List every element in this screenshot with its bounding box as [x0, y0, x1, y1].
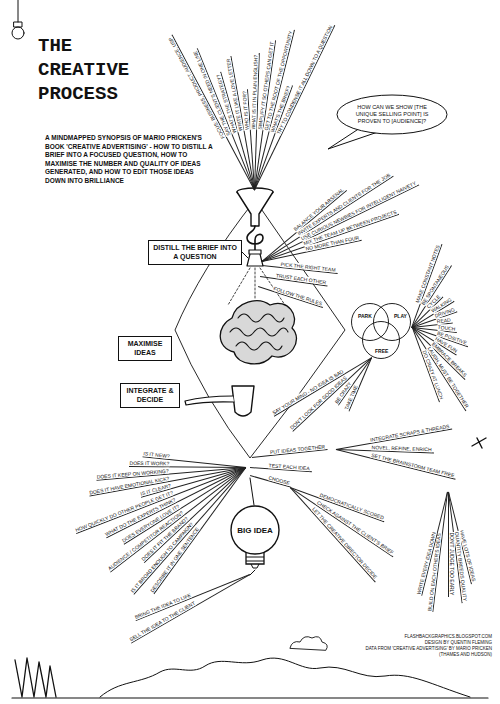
venn-circle: PARK [351, 303, 389, 341]
leader-line [242, 252, 248, 258]
branch-line: PUT IDEAS TOGETHER [251, 443, 327, 458]
note-text: FLASHBACKGRAPHICS.BLOGSPOT.COM [404, 634, 492, 639]
box-label: MAXIMISE IDEAS [123, 340, 167, 357]
branch-line: BRING THE IDEA TO LIFE [133, 569, 250, 622]
bubble-text: HOW CAN WE SHOW [THE UNIQUE SELLING POIN… [350, 104, 434, 125]
box-label: DISTILL THE BRIEF INTO A QUESTION [153, 244, 237, 261]
note-text: A MINDMAPPED SYNOPSIS OF MARIO PRICKEN'S… [45, 134, 213, 184]
horizon [12, 697, 488, 698]
branch-text: PUT IDEAS TOGETHER [269, 443, 326, 455]
leader-line [250, 570, 255, 575]
process-box: DISTILL THE BRIEF INTO A QUESTION [148, 240, 242, 265]
branch-line: TOUCH [412, 321, 457, 333]
plane-mark [472, 438, 486, 448]
branch-line: SELL THE IDEA TO THE CLIENT [128, 569, 250, 644]
branch-line: DOES IT WORK? [129, 460, 246, 468]
leader-line [250, 478, 254, 505]
box-label: INTEGRATE & DECIDE [125, 387, 175, 404]
branch-text: INTEGRATE SCRAPS & THREADS [369, 423, 450, 443]
hills [100, 658, 470, 697]
curl [247, 226, 263, 250]
branch-text: TRUST EACH OTHER [275, 272, 327, 285]
bulb-glass [231, 506, 279, 554]
branch-text: SET THE BRAINSTORM TEAM FREE [370, 452, 455, 479]
note-text: (THAMES AND HUDSON) [439, 652, 492, 657]
pipe-bowl [232, 386, 254, 416]
branch-line: DON'T JUDGE TOO EARLY [448, 492, 455, 597]
process-box: INTEGRATE & DECIDE [120, 383, 180, 408]
brain-folds [230, 314, 288, 350]
text-block: (THAMES AND HUDSON) [439, 652, 492, 658]
lightbulb-node: BIG IDEA [229, 504, 281, 570]
bulb-cap [14, 22, 22, 27]
branch-text: NOVEL, REFINE, ENRICH [371, 444, 432, 452]
text-block: A MINDMAPPED SYNOPSIS OF MARIO PRICKEN'S… [45, 134, 215, 185]
branch-line: TEST EACH IDEA [250, 461, 312, 472]
hatch-scribble [15, 658, 56, 697]
lamp [247, 250, 263, 266]
branch-text: IS IT NEW? [143, 450, 171, 459]
note-text: DATA FROM 'CREATIVE ADVERTISING' BY MARI… [365, 646, 492, 651]
branch-line: NOVEL, REFINE, ENRICH [336, 443, 434, 453]
brain-scribble [220, 301, 296, 364]
hanging-bulb [12, 27, 24, 39]
funnel [237, 192, 273, 226]
branch-text: CHOOSE [268, 474, 291, 486]
cloud [290, 637, 327, 650]
branch-line: TRUST EACH OTHER [260, 270, 328, 286]
process-box: MAXIMISE IDEAS [118, 336, 172, 361]
bulb-text: BIG IDEA [235, 526, 275, 535]
lightbulb-outline [229, 504, 281, 570]
branch-line: CHOOSE [250, 469, 292, 487]
bulb-cord [18, 0, 19, 22]
bubble-ellipse [337, 95, 447, 134]
speech-bubble: HOW CAN WE SHOW [THE UNIQUE SELLING POIN… [336, 94, 448, 135]
venn-label: PARK [358, 313, 372, 319]
venn-circle: PLAY [373, 303, 411, 341]
note-text: DESIGN BY QUENTIN FLEMING [425, 640, 492, 645]
bulb-thread [246, 557, 264, 568]
branch-text: DOES IT WORK? [129, 460, 170, 466]
branch-text: TEST EACH IDEA [268, 462, 310, 471]
pipe-stem [185, 396, 234, 405]
venn-label: PLAY [394, 313, 407, 319]
branch-text: DON'T JUDGE TOO EARLY [449, 532, 455, 596]
venn-circle: FREE [362, 321, 400, 359]
branch-line: DOES IT KEEP ON WORKING? [96, 461, 246, 481]
branch-line: PICK THE RIGHT TEAM [262, 259, 338, 274]
venn-label: FREE [375, 348, 388, 354]
branch-text: PICK THE RIGHT TEAM [280, 261, 336, 273]
title-text: THE CREATIVE PROCESS [38, 34, 156, 106]
